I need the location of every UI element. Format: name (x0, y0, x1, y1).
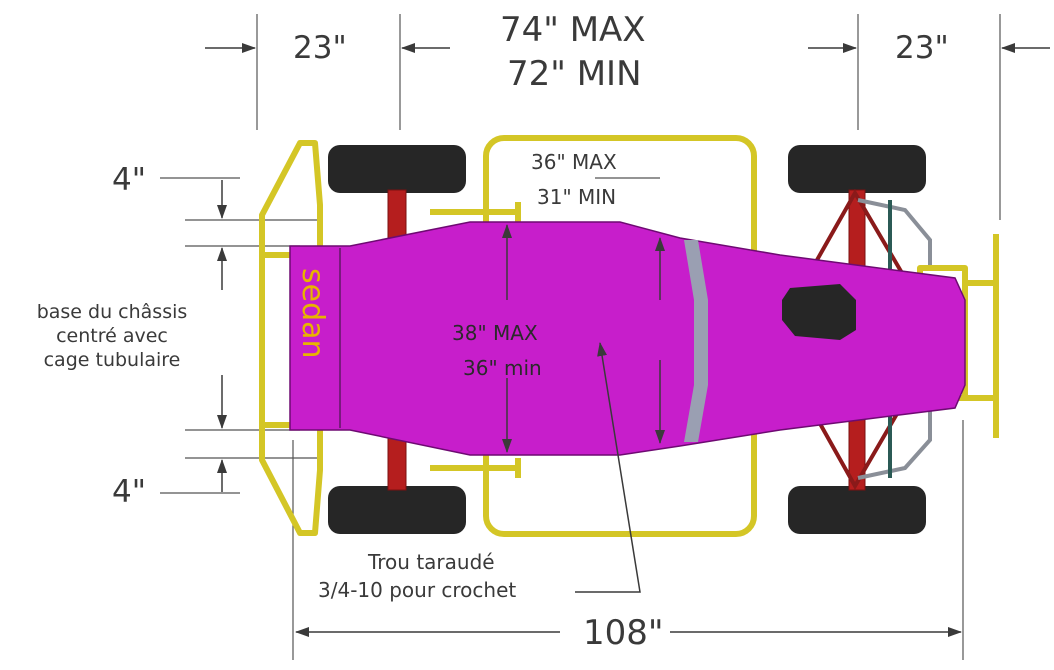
hood-scoop (782, 284, 856, 340)
chassis-base-line2: centré avec (56, 325, 168, 347)
tire-rear-left (788, 145, 926, 193)
body-width-max-label: 38" MAX (452, 321, 538, 345)
rear-overhang-label: 23" (895, 30, 949, 66)
overall-length-label: 108" (583, 613, 664, 653)
front-overhang-label: 23" (293, 30, 347, 66)
tire-rear-right (788, 486, 926, 534)
sedan-body (289, 221, 966, 456)
offset-top-label: 4" (112, 162, 146, 198)
hole-note-line1: Trou taraudé (368, 550, 495, 574)
wheelbase-max-label: 74" MAX (500, 10, 646, 50)
wheelbase-min-label: 72" MIN (507, 54, 642, 94)
chassis-base-line1: base du châssis (36, 301, 188, 323)
windshield (684, 240, 708, 442)
rear-width-max-label: 36" MAX (531, 150, 617, 174)
extension-lines (160, 14, 1001, 660)
sedan-label: sedan (295, 268, 330, 359)
tire-front-left (328, 145, 466, 193)
body-width-min-label: 36" min (463, 356, 542, 380)
front-bumper (259, 140, 323, 536)
hole-note-line2: 3/4-10 pour crochet (318, 578, 517, 602)
rear-width-min-label: 31" MIN (537, 185, 617, 209)
chassis-base-note: base du châssis centré avec cage tubulai… (6, 300, 218, 372)
tires (328, 145, 926, 534)
offset-bottom-label: 4" (112, 474, 146, 510)
tire-front-right (328, 486, 466, 534)
dimension-lines (205, 43, 1050, 637)
chassis-base-line3: cage tubulaire (43, 349, 181, 371)
